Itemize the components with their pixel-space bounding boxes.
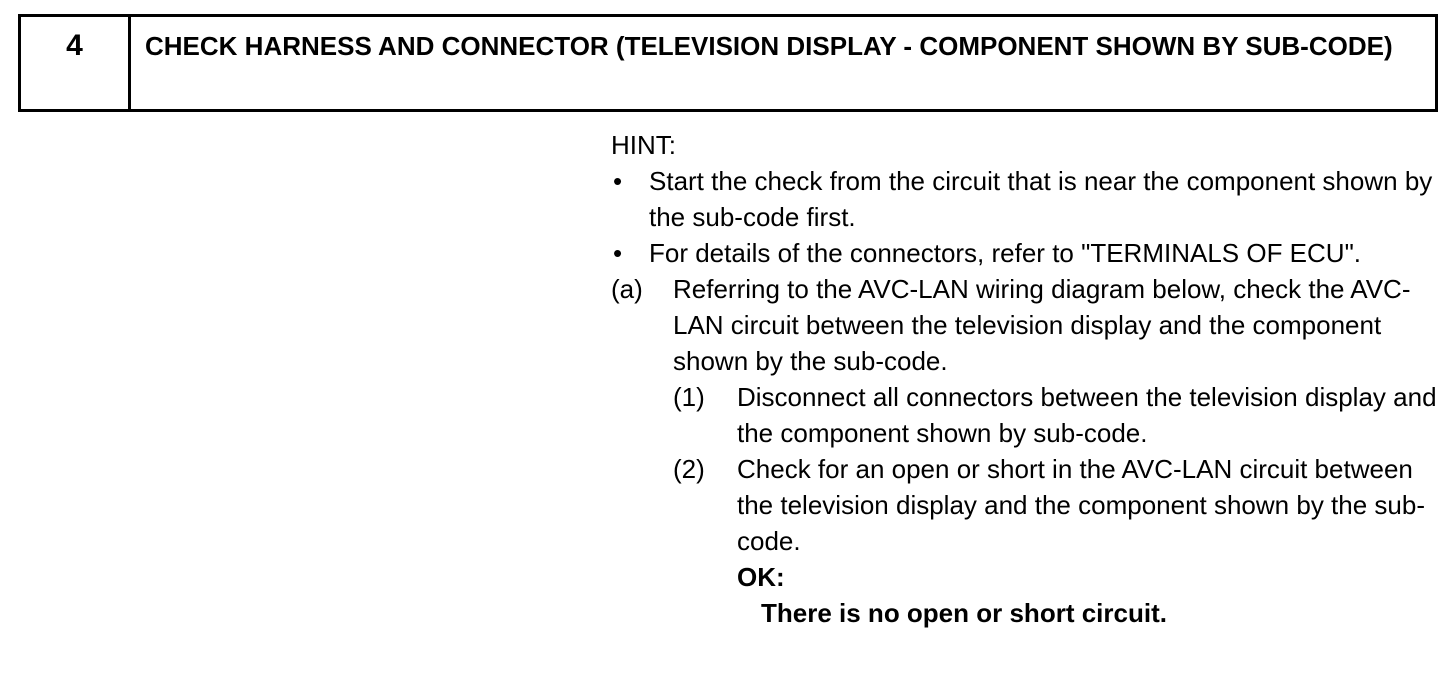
substep-text: Disconnect all connectors between the te… — [737, 382, 1437, 448]
hint-label: HINT: — [611, 130, 676, 160]
step-title: CHECK HARNESS AND CONNECTOR (TELEVISION … — [145, 31, 1393, 61]
bullet-dot-icon: • — [613, 238, 623, 268]
ok-label: OK: — [737, 562, 785, 592]
procedure-item-body: Referring to the AVC-LAN wiring diagram … — [673, 271, 1441, 631]
procedure-substep: (1) Disconnect all connectors between th… — [673, 379, 1441, 451]
step-header: 4 CHECK HARNESS AND CONNECTOR (TELEVISIO… — [18, 14, 1438, 112]
procedure-item-label: (a) — [611, 274, 643, 304]
substep-text: Check for an open or short in the AVC-LA… — [737, 454, 1425, 556]
substep-label: (1) — [673, 382, 705, 412]
step-content: HINT: • Start the check from the circuit… — [611, 127, 1441, 631]
bullet-dot-icon: • — [613, 166, 623, 196]
step-number: 4 — [21, 17, 131, 109]
procedure-item: (a) Referring to the AVC-LAN wiring diag… — [611, 271, 1441, 631]
ok-criteria: There is no open or short circuit. — [761, 598, 1167, 628]
hint-bullet: • Start the check from the circuit that … — [611, 163, 1441, 235]
substep-label: (2) — [673, 454, 705, 484]
hint-bullet: • For details of the connectors, refer t… — [611, 235, 1441, 271]
hint-bullet-text: For details of the connectors, refer to … — [649, 238, 1362, 268]
substep-body: Check for an open or short in the AVC-LA… — [737, 451, 1441, 631]
hint-bullet-text: Start the check from the circuit that is… — [649, 166, 1433, 232]
procedure-substep: (2) Check for an open or short in the AV… — [673, 451, 1441, 631]
procedure-item-text: Referring to the AVC-LAN wiring diagram … — [673, 274, 1411, 376]
